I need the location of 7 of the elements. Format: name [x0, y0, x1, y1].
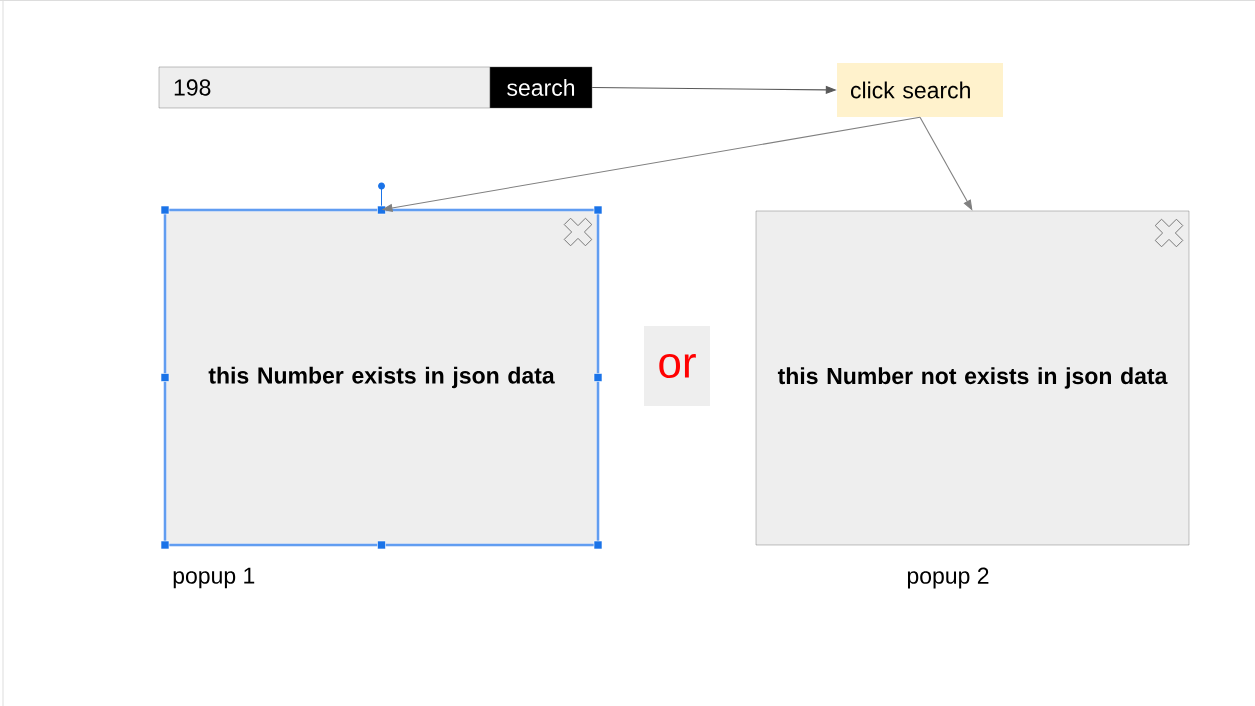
search-button: search [489, 66, 593, 109]
text-box: or [644, 326, 710, 406]
note-box: click search [837, 63, 1003, 117]
input-field: 198 [158, 66, 491, 109]
popup-box: this Number not exists in json data [755, 210, 1190, 546]
popup-caption: popup 1 [173, 567, 255, 589]
popup-caption: popup 2 [907, 567, 989, 589]
